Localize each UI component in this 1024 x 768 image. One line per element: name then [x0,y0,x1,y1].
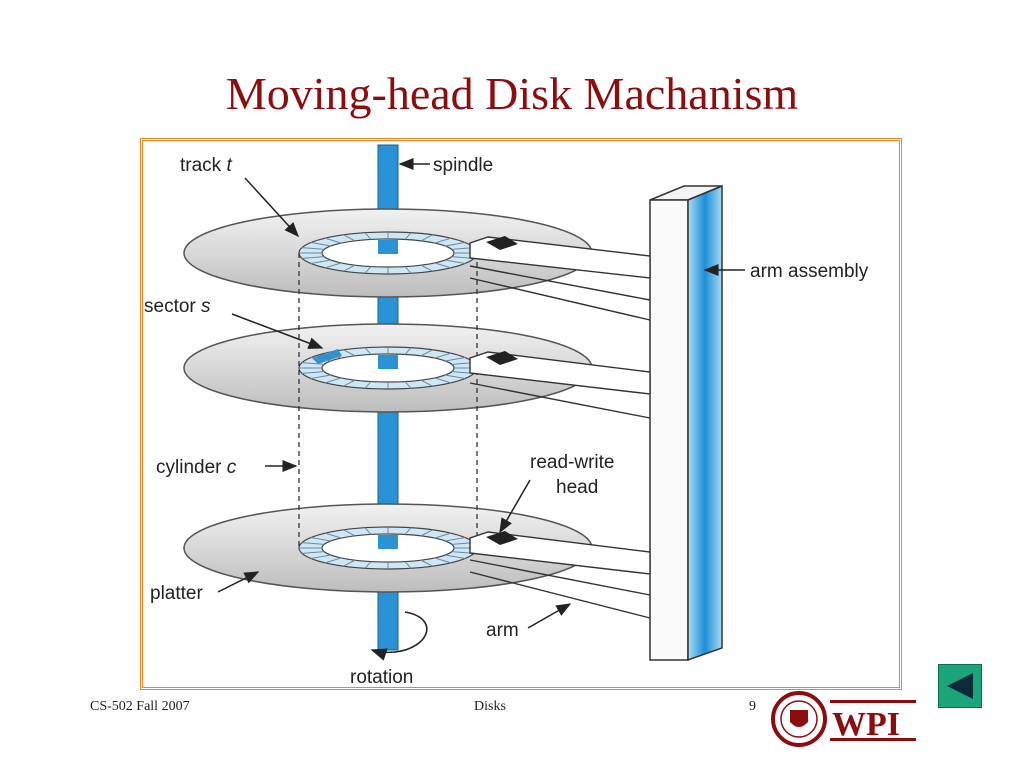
cylinder-label: cylinder c [156,457,237,478]
arm-leader [527,603,572,629]
footer-page-number: 9 [749,699,756,714]
rotation-arrow [370,611,428,661]
cylinder-outline [298,253,478,548]
sector-label: sector s [144,296,211,317]
footer-course: CS-502 Fall 2007 [90,699,190,714]
sector-leader [231,313,324,349]
platter-leader [217,571,260,593]
arms [469,236,651,619]
sector-highlight [312,349,342,364]
footer-topic: Disks [474,699,506,714]
wpi-logo-text: WPI [832,706,900,743]
arm-assembly-label: arm assembly [750,261,869,282]
wpi-logo: WPI [771,691,916,747]
track-leader [244,177,300,238]
read-write-label-line2: head [556,477,598,498]
platter-middle [183,323,593,413]
read-write-heads [486,236,518,545]
track-label: track t [180,155,232,176]
spindle-label: spindle [433,155,493,176]
read-write-head-leader [499,479,531,534]
slide-title: Moving-head Disk Machanism [225,68,799,119]
arm-assembly-column [649,184,723,662]
rotation-label: rotation [350,667,413,688]
back-button[interactable] [938,664,982,708]
read-write-label-line1: read-write [530,452,614,473]
arm-label: arm [486,620,519,641]
platter-bottom [183,503,593,593]
back-triangle-icon [947,673,973,699]
platter-label: platter [150,583,203,604]
